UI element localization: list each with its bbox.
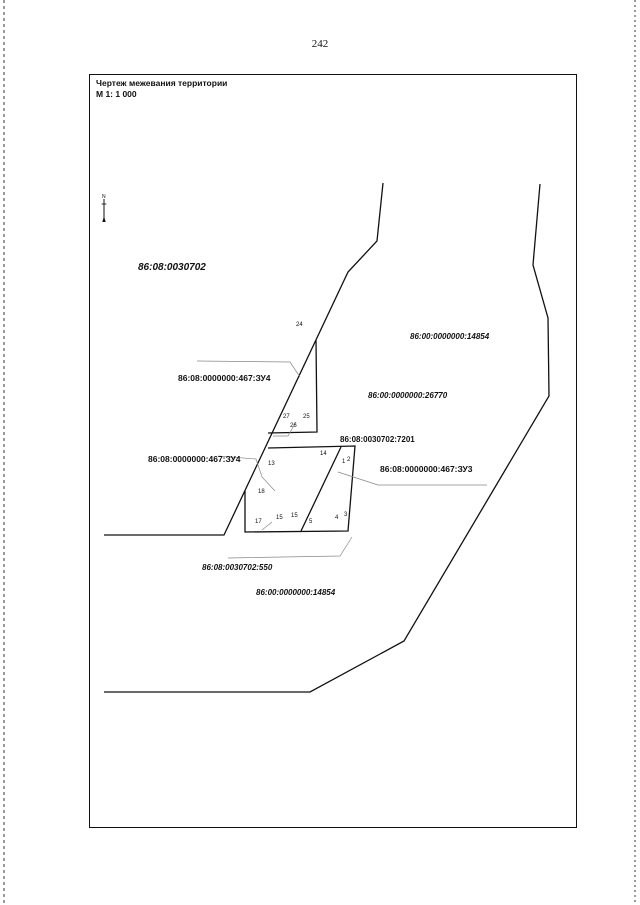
zu3-label: 86:08:0000000:467:ЗУ3 bbox=[380, 464, 473, 474]
zu4-lower-outline bbox=[244, 445, 356, 533]
scan-edge-right bbox=[634, 0, 636, 905]
zu4-lower-label: 86:08:0000000:467:ЗУ4 bbox=[148, 454, 241, 464]
point-15b: 15 bbox=[291, 513, 298, 519]
point-3: 3 bbox=[344, 512, 348, 518]
north-arrow-icon bbox=[101, 199, 107, 222]
drawing-title: Чертеж межевания территории bbox=[96, 78, 228, 88]
boundary-left bbox=[104, 182, 384, 536]
drawing-title-block: Чертеж межевания территории М 1: 1 000 bbox=[96, 78, 227, 99]
zu4-upper-outline bbox=[267, 339, 318, 434]
leader-27 bbox=[273, 421, 297, 437]
leader-zu4-upper bbox=[196, 360, 301, 378]
point-14: 14 bbox=[320, 451, 327, 457]
parcel-label-550: 86:08:0030702:550 bbox=[202, 563, 273, 572]
zu4-upper-label: 86:08:0000000:467:ЗУ4 bbox=[178, 373, 271, 383]
scan-edge-left bbox=[3, 0, 5, 905]
quarter-label: 86:08:0030702 bbox=[138, 262, 206, 273]
point-5: 5 bbox=[309, 519, 313, 525]
leader-zu3 bbox=[337, 471, 487, 486]
point-13: 13 bbox=[268, 461, 275, 467]
drawing-frame bbox=[89, 74, 577, 828]
point-2: 2 bbox=[347, 457, 351, 463]
leader-550 bbox=[227, 536, 353, 559]
page-number: 242 bbox=[311, 38, 329, 50]
point-15a: 15 bbox=[276, 515, 283, 521]
point-1: 1 bbox=[342, 459, 346, 465]
leader-zu4-lower bbox=[217, 455, 276, 492]
drawing-scale: М 1: 1 000 bbox=[96, 88, 137, 99]
parcel-label-14854-bottom: 86:00:0000000:14854 bbox=[256, 588, 336, 597]
parcel-label-14854-top: 86:00:0000000:14854 bbox=[410, 332, 490, 341]
point-26: 26 bbox=[290, 423, 297, 429]
zu3-divider bbox=[300, 446, 342, 532]
point-17: 17 bbox=[255, 519, 262, 525]
boundary-right bbox=[104, 183, 550, 693]
parcel-label-26770: 86:00:0000000:26770 bbox=[368, 391, 448, 400]
point-24: 24 bbox=[296, 322, 303, 328]
parcel-label-7201: 86:08:0030702:7201 bbox=[340, 435, 415, 444]
point-18: 18 bbox=[258, 489, 265, 495]
point-25: 25 bbox=[303, 414, 310, 420]
point-27: 27 bbox=[283, 414, 290, 420]
north-label: N bbox=[102, 194, 106, 200]
point-4: 4 bbox=[335, 515, 339, 521]
leader-15 bbox=[261, 521, 273, 531]
